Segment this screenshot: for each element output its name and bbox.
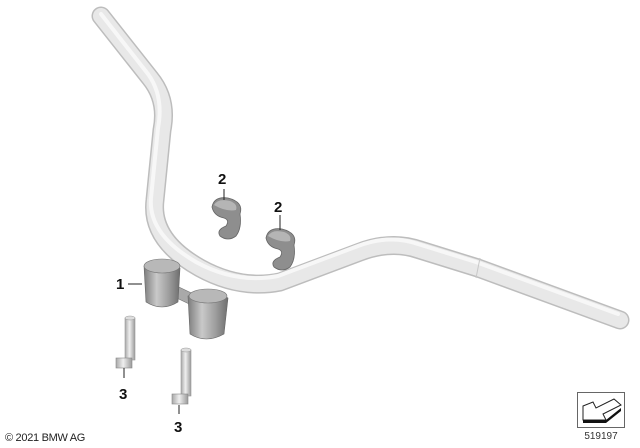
callout-3b: 3 [174, 419, 183, 436]
callout-3a: 3 [119, 386, 128, 403]
callout-2a: 2 [218, 171, 227, 188]
handlebar-clamp-a [211, 197, 242, 240]
copyright-text: © 2021 BMW AG [5, 432, 86, 444]
reference-number: 519197 [584, 431, 618, 442]
callout-1: 1 [116, 276, 125, 293]
bolt-a [115, 315, 136, 369]
handlebar-riser [143, 258, 229, 340]
handlebar [91, 6, 630, 330]
leader-lines [123, 189, 281, 414]
handlebar-clamp-b [265, 228, 296, 271]
callout-2b: 2 [274, 199, 283, 216]
bolt-b [171, 347, 192, 405]
arrow-down-left-icon [577, 392, 625, 428]
